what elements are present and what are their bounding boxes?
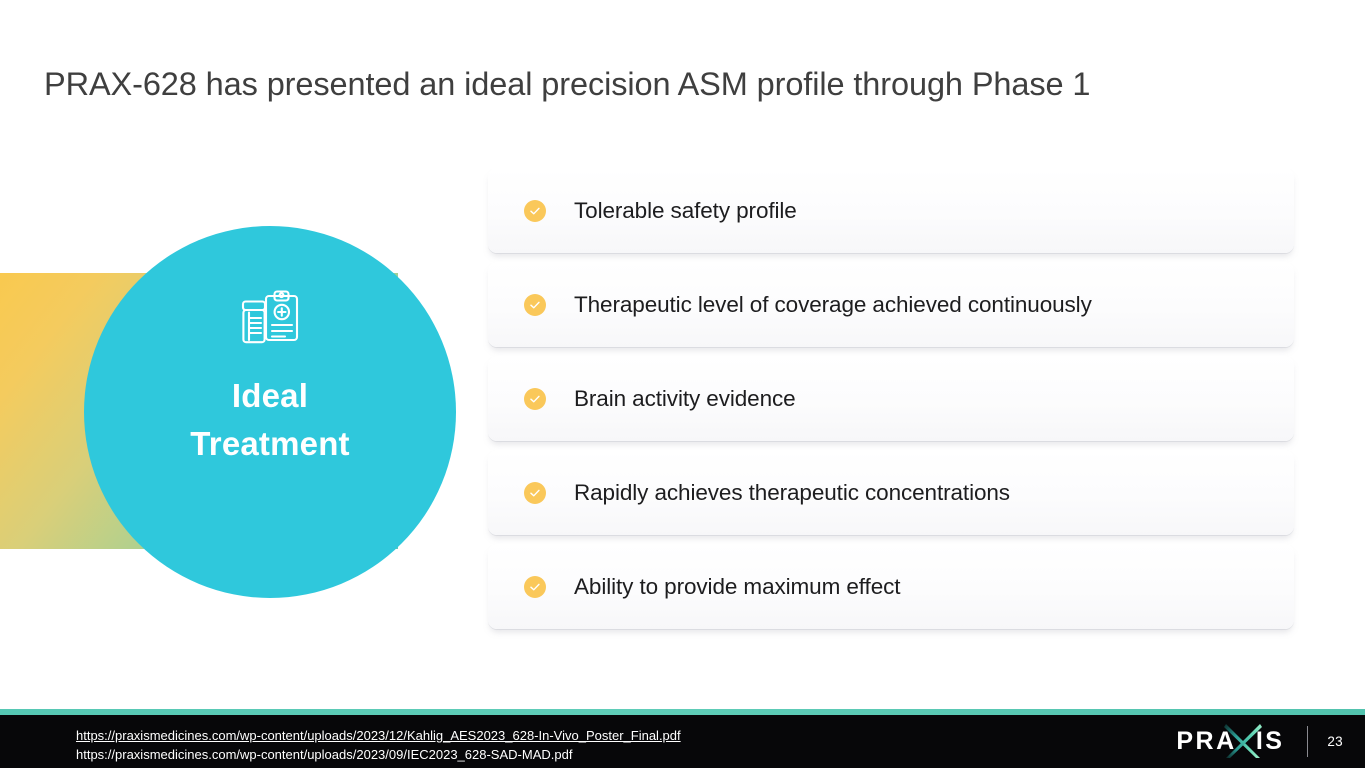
ideal-treatment-visual: Ideal Treatment <box>0 150 470 620</box>
footer-divider <box>1307 725 1309 757</box>
checklist-item-label: Brain activity evidence <box>574 385 796 411</box>
checklist-item[interactable]: Tolerable safety profile <box>488 168 1294 253</box>
checklist-item[interactable]: Ability to provide maximum effect <box>488 544 1294 629</box>
footer-link-primary[interactable]: https://praxismedicines.com/wp-content/u… <box>76 728 681 743</box>
footer-link-secondary[interactable]: https://praxismedicines.com/wp-content/u… <box>76 747 573 762</box>
checklist: Tolerable safety profile Therapeutic lev… <box>488 168 1294 638</box>
praxis-wordmark: PRAXIS <box>1176 724 1294 758</box>
checklist-item-label: Therapeutic level of coverage achieved c… <box>574 291 1092 317</box>
checklist-item-label: Rapidly achieves therapeutic concentrati… <box>574 479 1010 505</box>
checklist-item-label: Ability to provide maximum effect <box>574 573 901 599</box>
page-number: 23 <box>1327 733 1343 749</box>
check-circle-icon <box>524 481 546 504</box>
ideal-treatment-label-line1: Ideal <box>231 377 309 414</box>
praxis-logo: PRAXIS <box>1176 724 1294 758</box>
check-circle-icon <box>524 199 546 222</box>
ideal-treatment-label: Ideal Treatment <box>190 372 350 468</box>
footer-source-links: https://praxismedicines.com/wp-content/u… <box>76 726 681 764</box>
ideal-treatment-circle: Ideal Treatment <box>84 226 456 598</box>
praxis-x-icon <box>1223 722 1263 760</box>
praxis-wordmark-left: PRA <box>1176 726 1237 755</box>
checklist-item[interactable]: Brain activity evidence <box>488 356 1294 441</box>
check-circle-icon <box>524 387 546 410</box>
footer-brand: PRAXIS <box>1176 722 1343 760</box>
praxis-wordmark-right: IS <box>1255 726 1285 755</box>
checklist-item-label: Tolerable safety profile <box>574 197 797 223</box>
check-circle-icon <box>524 575 546 598</box>
checklist-item[interactable]: Therapeutic level of coverage achieved c… <box>488 262 1294 347</box>
checklist-item[interactable]: Rapidly achieves therapeutic concentrati… <box>488 450 1294 535</box>
footer-accent-line <box>0 709 1365 715</box>
clipboard-medical-pill-bottle-icon <box>237 288 303 350</box>
ideal-treatment-label-line2: Treatment <box>190 424 350 462</box>
check-circle-icon <box>524 293 546 316</box>
page-title: PRAX-628 has presented an ideal precisio… <box>44 66 1091 102</box>
footer-bar <box>0 715 1365 768</box>
